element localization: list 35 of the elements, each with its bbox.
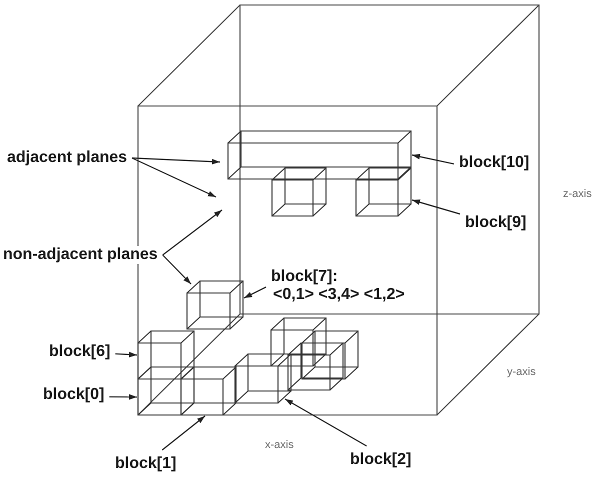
leader-arrow bbox=[132, 157, 220, 164]
cube bbox=[271, 167, 327, 217]
leader-arrow bbox=[132, 157, 216, 198]
callout-label: block[6] bbox=[49, 343, 110, 361]
axis-label: z-axis bbox=[563, 188, 592, 201]
leader-arrow bbox=[244, 286, 266, 299]
cube bbox=[186, 280, 244, 330]
cube bbox=[287, 342, 344, 391]
callout-label: block[2] bbox=[350, 451, 412, 469]
callout-label: non-adjacent planes bbox=[3, 246, 158, 264]
callout-label: block[1] bbox=[115, 455, 176, 473]
leader-arrow bbox=[412, 154, 454, 164]
cube bbox=[137, 366, 195, 416]
axis-label: x-axis bbox=[265, 439, 294, 452]
callout-label: block[10] bbox=[459, 154, 530, 172]
cube bbox=[270, 317, 327, 367]
cube bbox=[180, 366, 237, 416]
cube bbox=[137, 330, 195, 380]
cuboid bbox=[227, 130, 412, 180]
leader-arrow bbox=[162, 254, 192, 284]
cube bbox=[234, 353, 292, 404]
cube bbox=[301, 330, 359, 380]
callout-label: block[0] bbox=[43, 386, 104, 404]
cube bbox=[355, 167, 412, 217]
leader-arrow bbox=[109, 394, 137, 400]
coordinate-list: <0,1> <3,4> <1,2> bbox=[273, 286, 405, 304]
leader-arrow bbox=[162, 210, 222, 256]
callout-label: block[7]: bbox=[271, 268, 338, 286]
leader-arrow bbox=[162, 416, 206, 450]
axis-label: y-axis bbox=[507, 366, 536, 379]
leader-arrow bbox=[412, 199, 460, 215]
callout-label: block[9] bbox=[465, 214, 526, 232]
leader-arrow bbox=[115, 352, 138, 358]
leader-arrow bbox=[284, 398, 367, 447]
callout-label: adjacent planes bbox=[7, 149, 128, 167]
